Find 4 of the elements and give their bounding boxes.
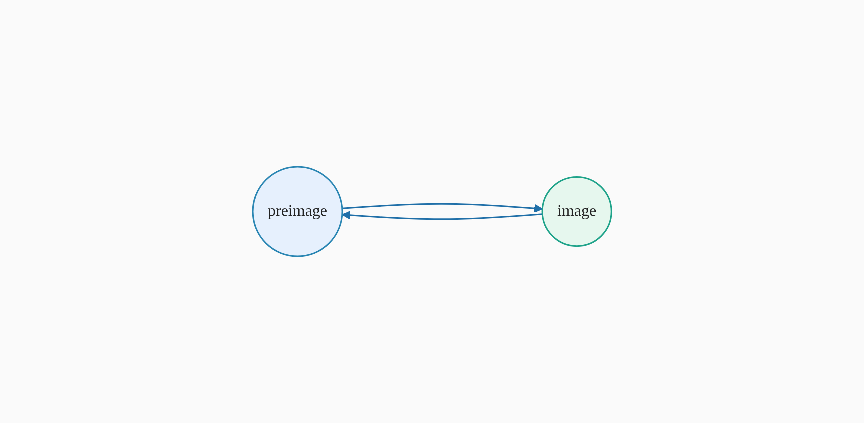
arrow bbox=[342, 203, 543, 213]
arrow bbox=[342, 210, 542, 220]
node-circle: image bbox=[541, 176, 612, 247]
node-circle: preimage bbox=[252, 166, 343, 258]
